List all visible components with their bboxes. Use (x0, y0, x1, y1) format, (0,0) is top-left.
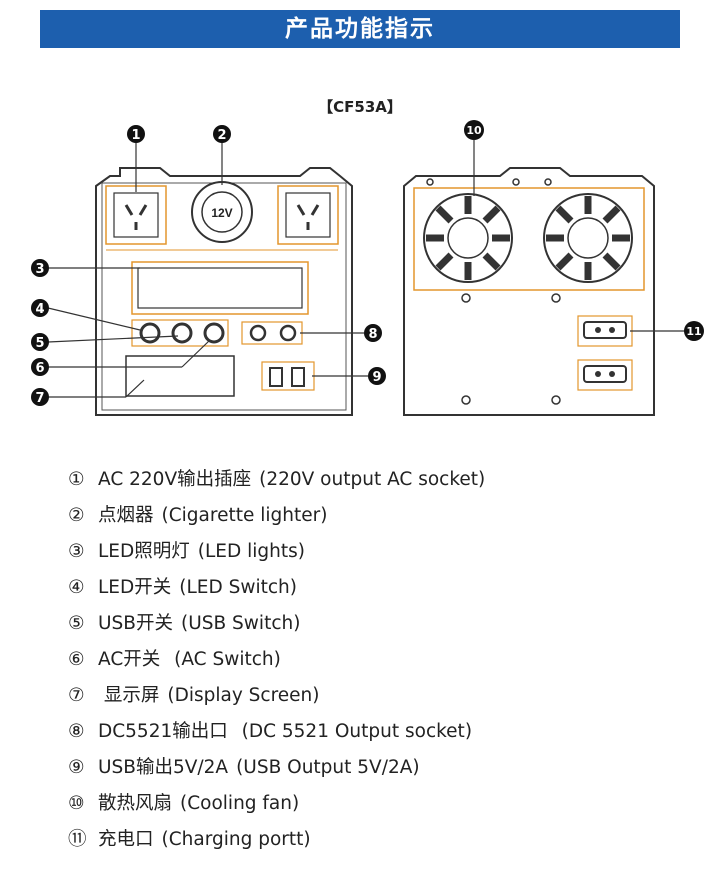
ac-switch (203, 322, 225, 344)
callout-3: 3 (31, 259, 49, 277)
svg-text:10: 10 (466, 124, 482, 137)
led-light-inner (137, 267, 303, 309)
model-label: 【CF53A】 (318, 98, 402, 116)
cooling-fan-right (543, 193, 633, 283)
charging-port-1 (577, 315, 633, 347)
callout-9: 9 (368, 367, 386, 385)
charging-port-2 (577, 359, 633, 391)
svg-text:7: 7 (35, 391, 44, 406)
callout-7: 7 (31, 388, 49, 406)
svg-text:6: 6 (35, 361, 44, 376)
usb-port-1 (269, 367, 283, 387)
svg-text:2: 2 (217, 128, 226, 143)
svg-text:3: 3 (35, 262, 44, 277)
cooling-fan-left (423, 193, 513, 283)
dc5521-output-2 (279, 324, 297, 342)
callout-4: 4 (31, 299, 49, 317)
usb-port-2 (291, 367, 305, 387)
usb-switch (171, 322, 193, 344)
svg-text:1: 1 (131, 128, 140, 143)
svg-text:9: 9 (372, 370, 381, 385)
cigarette-lighter: 12V (191, 181, 253, 243)
display-screen (125, 355, 235, 397)
svg-text:5: 5 (35, 336, 44, 351)
lighter-voltage-label: 12V (211, 206, 232, 220)
leader-lines (47, 140, 686, 398)
svg-text:4: 4 (35, 302, 44, 317)
page-title-banner: 产品功能指示 (40, 10, 680, 48)
back-screws (426, 178, 561, 405)
ac-socket-right (277, 185, 339, 245)
callout-2: 2 (213, 125, 231, 143)
callout-11: 11 (684, 321, 704, 341)
svg-text:11: 11 (686, 325, 701, 338)
svg-text:8: 8 (368, 327, 377, 342)
ac-socket-left (105, 185, 167, 245)
callout-8: 8 (364, 324, 382, 342)
callout-5: 5 (31, 333, 49, 351)
back-panel (403, 167, 655, 416)
led-switch (139, 322, 161, 344)
dc5521-output-1 (249, 324, 267, 342)
product-diagram: 12V (31, 120, 704, 416)
callout-6: 6 (31, 358, 49, 376)
page-title: 产品功能指示 (285, 16, 435, 42)
legend-item: ⑦ 显示屏(Display Screen) (68, 685, 320, 706)
callout-10: 10 (464, 120, 484, 140)
callout-1: 1 (127, 125, 145, 143)
